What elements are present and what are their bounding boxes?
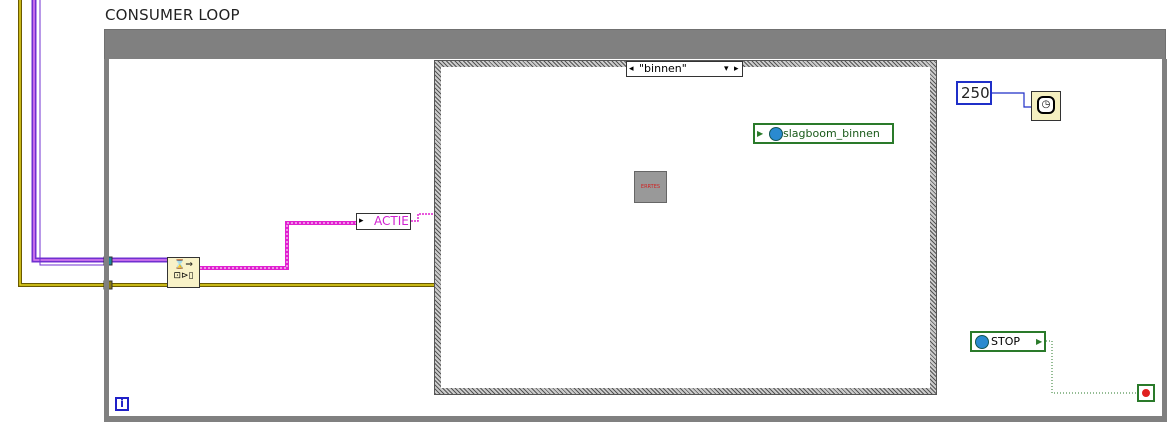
- watch-icon: ◷: [1037, 96, 1055, 114]
- network-variable-icon: [769, 127, 783, 141]
- while-loop-bottom: [104, 416, 1167, 422]
- variant-wire-stop: [1046, 340, 1137, 394]
- while-loop-left: [104, 59, 109, 422]
- write-arrow-icon: ▶: [757, 129, 764, 138]
- case-selector[interactable]: ◂ "binnen" ▾ ▸: [626, 61, 743, 77]
- case-prev-button[interactable]: ◂: [629, 64, 634, 74]
- case-menu-button[interactable]: ▾: [724, 64, 729, 74]
- queue-wire: [31, 0, 170, 266]
- network-variable-icon: [975, 335, 989, 349]
- loop-label: CONSUMER LOOP: [105, 6, 240, 24]
- case-next-button[interactable]: ▸: [734, 64, 739, 74]
- dequeue-element-node[interactable]: ⌛⇒ ⊡⊳▯: [167, 257, 200, 288]
- while-loop-right: [1162, 59, 1167, 422]
- element-wire: [200, 221, 356, 270]
- dequeue-element-icon: ⌛⇒ ⊡⊳▯: [173, 260, 194, 281]
- numeric-wire-wait: [992, 92, 1031, 108]
- actie-wire: [411, 213, 438, 222]
- read-arrow-icon: ▶: [1036, 337, 1043, 346]
- error-node[interactable]: ERRTES: [634, 171, 667, 203]
- shared-variable-stop[interactable]: STOP ▶: [970, 331, 1046, 352]
- unbundle-arrow-icon: ▸: [359, 216, 364, 226]
- while-loop-top[interactable]: [104, 29, 1166, 59]
- unbundle-actie-label: ACTIE: [374, 214, 409, 228]
- shared-variable-label: STOP: [991, 335, 1020, 348]
- iteration-terminal[interactable]: i: [115, 397, 129, 411]
- stop-terminal-icon: [1142, 389, 1150, 397]
- case-structure[interactable]: [434, 60, 937, 395]
- case-selector-value: "binnen": [639, 62, 687, 75]
- wait-ms-constant[interactable]: 250: [956, 81, 992, 105]
- shared-variable-label: slagboom_binnen: [783, 127, 880, 140]
- unbundle-by-name-node[interactable]: ▸ ACTIE: [356, 213, 411, 230]
- stop-terminal[interactable]: [1137, 384, 1155, 402]
- shared-variable-slagboom-binnen[interactable]: ▶ slagboom_binnen: [753, 123, 894, 144]
